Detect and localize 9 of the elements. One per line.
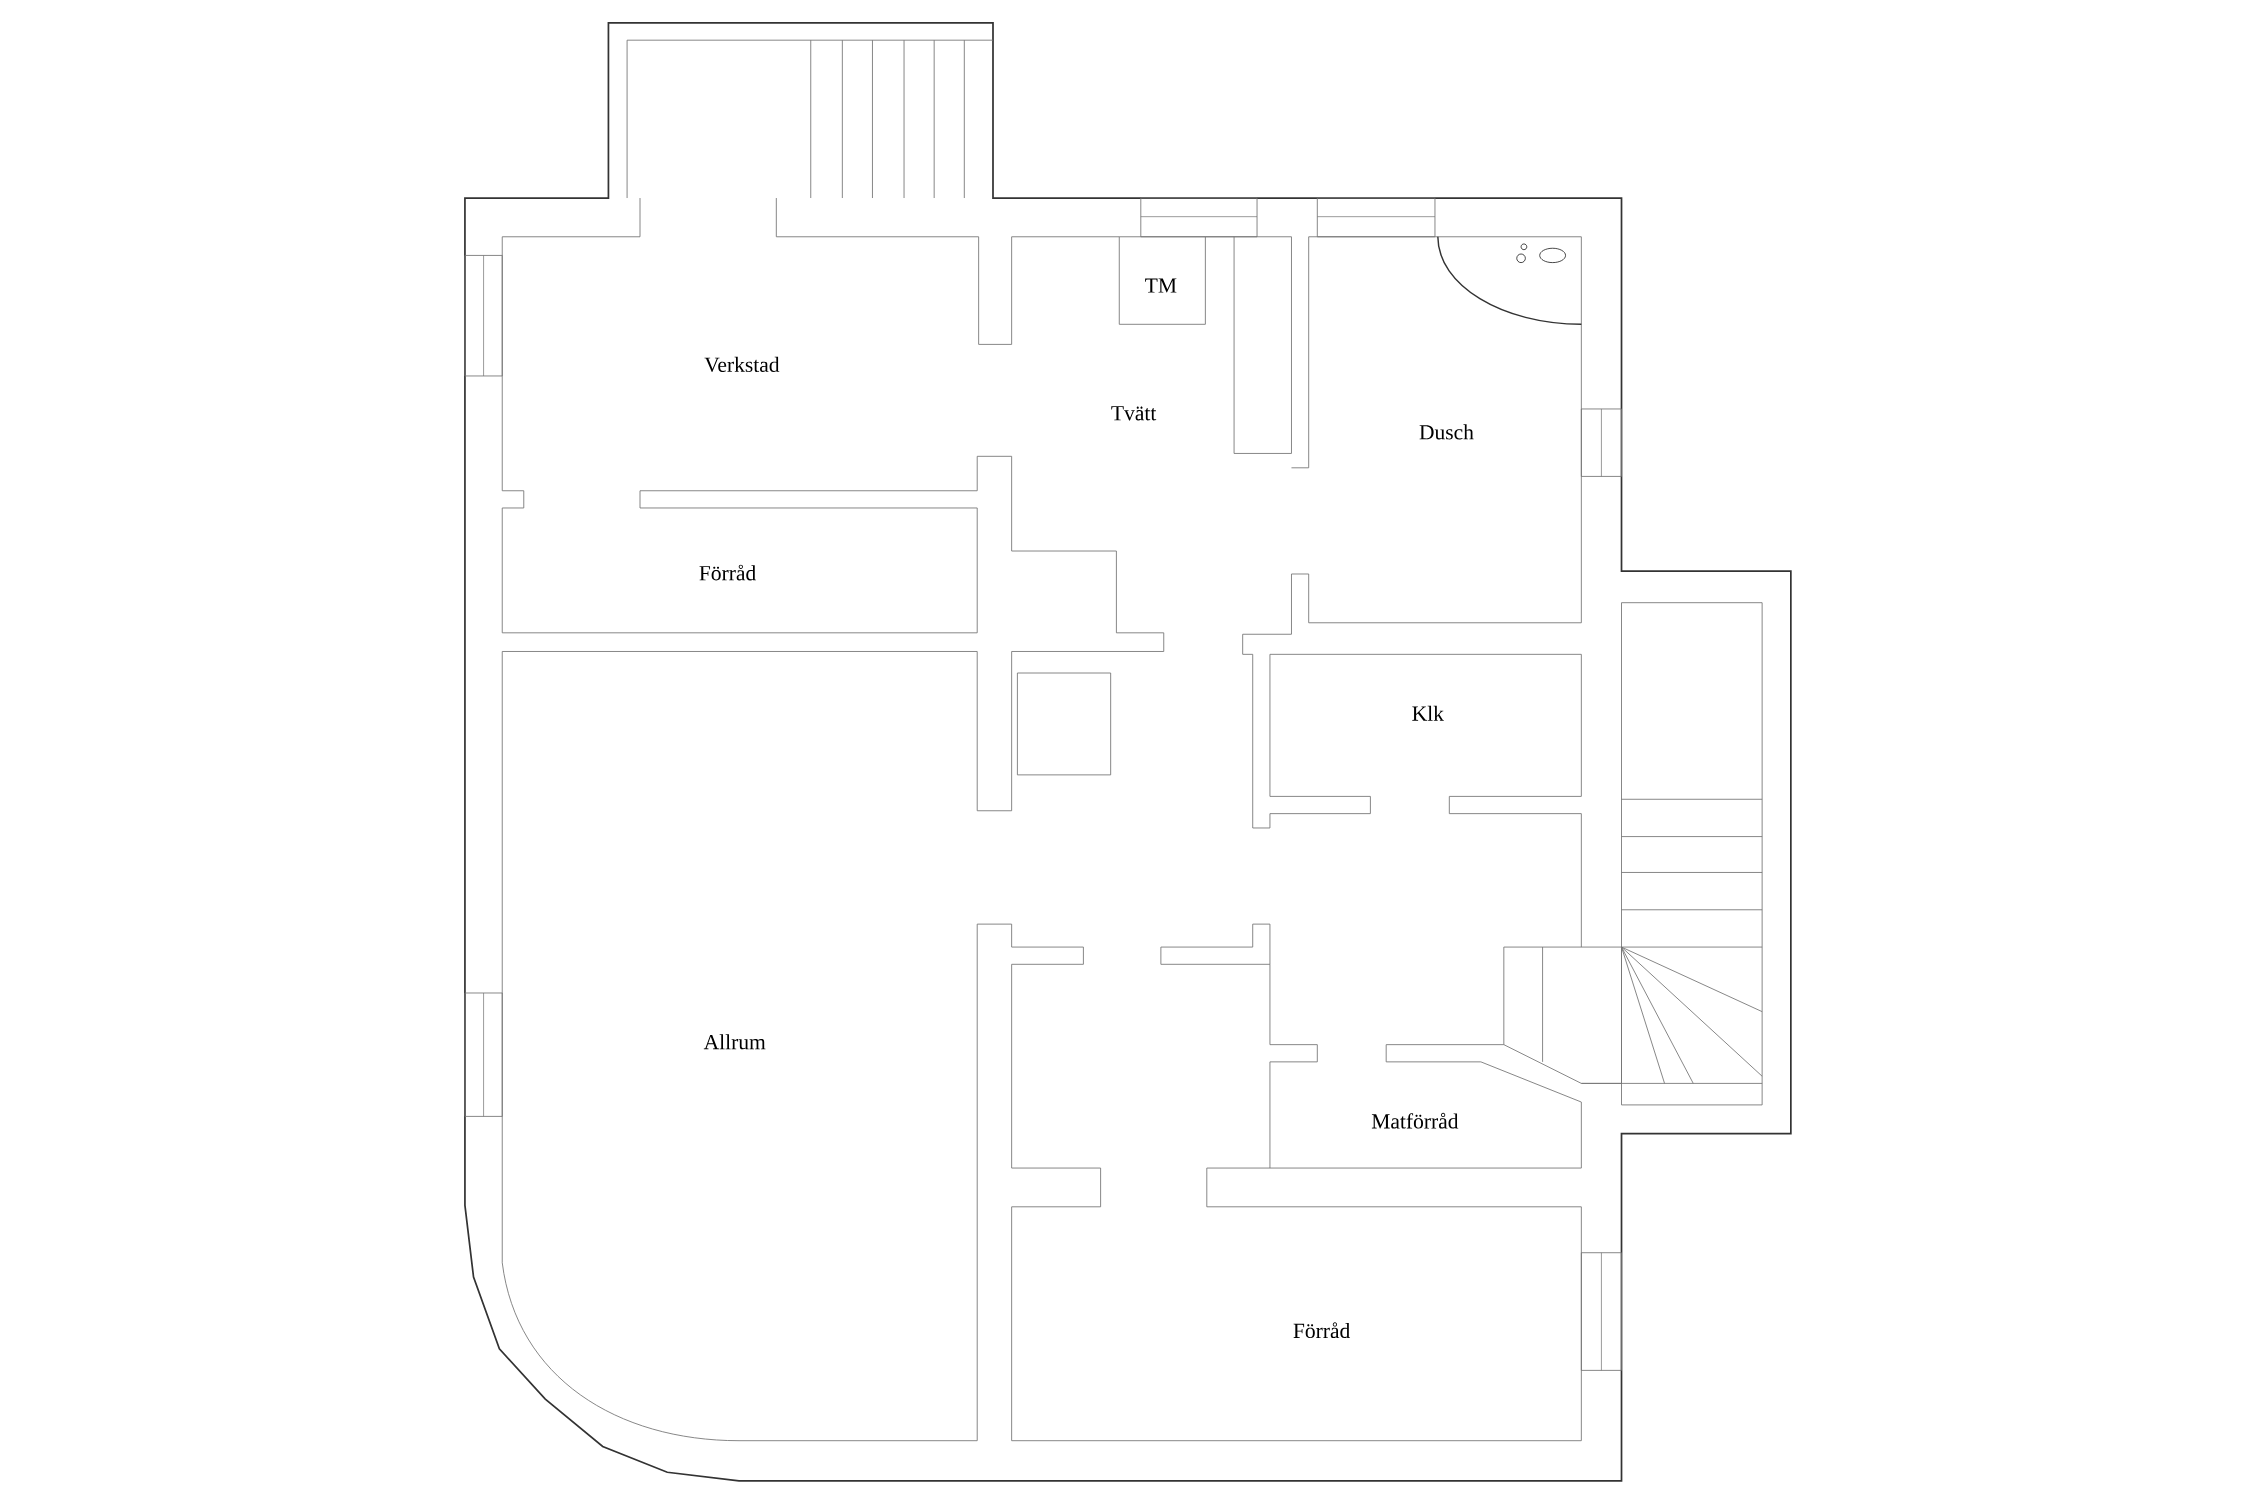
room-label: Verkstad	[704, 357, 780, 373]
room-label: Dusch	[1419, 424, 1474, 440]
room-label: Allrum	[703, 1034, 766, 1050]
room-label: Tvätt	[1111, 406, 1157, 421]
room-label: Klk	[1412, 705, 1444, 721]
room-label: Förråd	[699, 564, 756, 581]
room-label: TM	[1145, 278, 1177, 293]
room-label: Förråd	[1293, 1322, 1350, 1339]
room-label: Matförråd	[1371, 1113, 1459, 1129]
